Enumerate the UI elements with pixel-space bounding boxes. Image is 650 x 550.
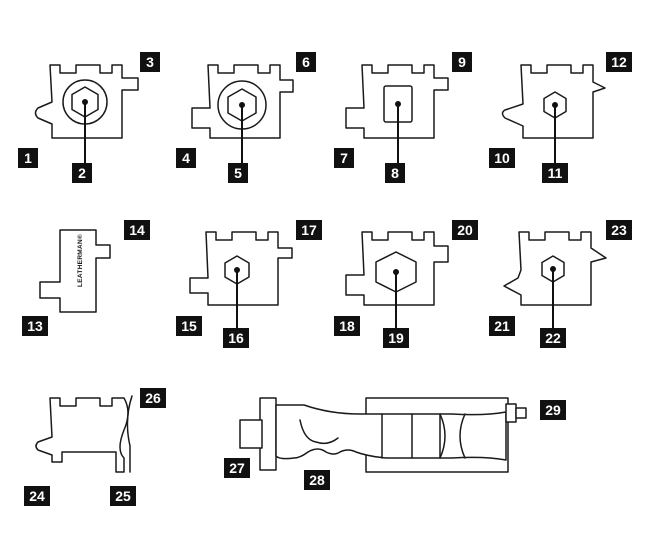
callout-badge-18: 18 [334, 316, 360, 336]
callout-badge-27: 27 [224, 458, 250, 478]
callout-number: 22 [545, 330, 561, 346]
callout-badge-26: 26 [140, 388, 166, 408]
callout-number: 17 [301, 222, 317, 238]
callout-badge-13: 13 [22, 316, 48, 336]
callout-number: 27 [229, 460, 245, 476]
callout-badge-28: 28 [304, 470, 330, 490]
callout-badge-6: 6 [296, 52, 316, 72]
callout-badge-19: 19 [383, 328, 409, 348]
callout-number: 13 [27, 318, 43, 334]
callout-badge-20: 20 [452, 220, 478, 240]
callout-badge-1: 1 [18, 148, 38, 168]
callout-number: 24 [29, 488, 45, 504]
callout-number: 3 [146, 54, 154, 70]
callout-badge-8: 8 [385, 163, 405, 183]
callout-badge-15: 15 [176, 316, 202, 336]
callout-number: 16 [228, 330, 244, 346]
callout-badge-22: 22 [540, 328, 566, 348]
callout-number: 18 [339, 318, 355, 334]
callout-badge-5: 5 [228, 163, 248, 183]
callout-badge-25: 25 [110, 486, 136, 506]
bit-adapter-d [501, 64, 606, 139]
callout-number: 14 [129, 222, 145, 238]
callout-badge-10: 10 [489, 148, 515, 168]
callout-badge-12: 12 [606, 52, 632, 72]
callout-number: 12 [611, 54, 627, 70]
bit-adapter-c [345, 64, 449, 139]
callout-badge-2: 2 [72, 163, 92, 183]
callout-number: 15 [181, 318, 197, 334]
bit-adapter-i [35, 395, 133, 473]
callout-number: 21 [494, 318, 510, 334]
callout-badge-9: 9 [452, 52, 472, 72]
callout-number: 29 [545, 402, 561, 418]
callout-number: 19 [388, 330, 404, 346]
callout-number: 6 [302, 54, 310, 70]
callout-number: 1 [24, 150, 32, 166]
callout-number: 8 [391, 165, 399, 181]
callout-badge-14: 14 [124, 220, 150, 240]
callout-badge-24: 24 [24, 486, 50, 506]
callout-badge-16: 16 [223, 328, 249, 348]
bit-extender [239, 397, 527, 473]
callout-badge-7: 7 [334, 148, 354, 168]
bit-adapter-e-leatherman: LEATHERMAN® [39, 229, 111, 313]
callout-badge-4: 4 [176, 148, 196, 168]
bit-adapter-a [34, 64, 139, 139]
callout-number: 11 [548, 165, 563, 181]
callout-number: 20 [457, 222, 473, 238]
callout-number: 25 [115, 488, 131, 504]
callout-number: 28 [309, 472, 325, 488]
callout-number: 10 [494, 150, 510, 166]
callout-number: 2 [78, 165, 86, 181]
callout-badge-29: 29 [540, 400, 566, 420]
callout-number: 4 [182, 150, 190, 166]
bit-adapter-f [189, 231, 293, 306]
callout-badge-3: 3 [140, 52, 160, 72]
callout-badge-17: 17 [296, 220, 322, 240]
callout-number: 9 [458, 54, 466, 70]
callout-badge-11: 11 [542, 163, 568, 183]
bit-adapter-h [503, 231, 607, 306]
callout-number: 7 [340, 150, 348, 166]
callout-number: 23 [611, 222, 627, 238]
callout-badge-21: 21 [489, 316, 515, 336]
callout-leaders [84, 102, 556, 328]
callout-badge-23: 23 [606, 220, 632, 240]
callout-number: 26 [145, 390, 161, 406]
callout-number: 5 [234, 165, 242, 181]
leatherman-logo-text: LEATHERMAN® [76, 234, 84, 287]
